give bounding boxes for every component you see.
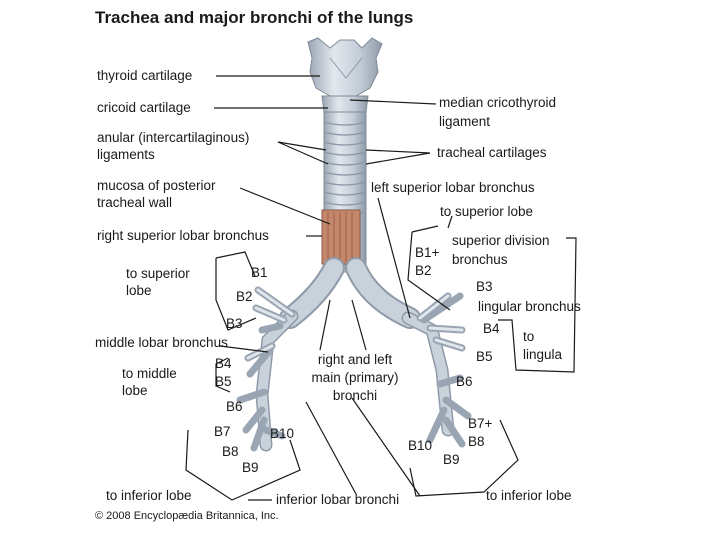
label-main-bronchi-line2: main (primary) bbox=[311, 370, 399, 385]
mucosa-window bbox=[321, 209, 361, 265]
label-thyroid-cartilage: thyroid cartilage bbox=[97, 68, 193, 83]
label-to-lingula-line2: lingula bbox=[523, 347, 563, 362]
label-median-cricothyroid-line1: median cricothyroid bbox=[439, 95, 557, 110]
label-anular-ligaments-line1: anular (intercartilaginous) bbox=[97, 130, 250, 145]
segment-right-b5: B5 bbox=[215, 374, 232, 389]
segment-right-b8: B8 bbox=[222, 444, 239, 459]
label-main-bronchi-line1: right and left bbox=[317, 352, 393, 367]
label-to-middle-lobe-line2: lobe bbox=[122, 383, 148, 398]
label-tracheal-cartilages: tracheal cartilages bbox=[437, 145, 547, 160]
diagram-title: Trachea and major bronchi of the lungs bbox=[95, 8, 414, 27]
segment-right-b1: B1 bbox=[251, 265, 268, 280]
copyright-notice: © 2008 Encyclopædia Britannica, Inc. bbox=[95, 510, 279, 522]
label-superior-division-line1: superior division bbox=[452, 233, 550, 248]
label-median-cricothyroid-line2: ligament bbox=[439, 114, 491, 129]
segment-right-b6: B6 bbox=[226, 399, 243, 414]
segment-right-b7: B7 bbox=[214, 424, 231, 439]
segment-left-b4: B4 bbox=[483, 321, 500, 336]
segment-right-b9: B9 bbox=[242, 460, 259, 475]
label-mucosa-line2: tracheal wall bbox=[97, 195, 173, 210]
label-to-inferior-lobe-right: to inferior lobe bbox=[106, 488, 192, 503]
segment-left-b10: B10 bbox=[408, 438, 433, 453]
segment-left-b5: B5 bbox=[476, 349, 493, 364]
label-mucosa-line1: mucosa of posterior bbox=[97, 178, 216, 193]
bronchial-tree bbox=[236, 257, 472, 452]
segment-left-b1-b2-line1: B1+ bbox=[415, 245, 440, 260]
segment-left-b7-b8-line2: B8 bbox=[468, 434, 485, 449]
segment-right-b2: B2 bbox=[236, 289, 253, 304]
label-to-lingula-line1: to bbox=[523, 329, 535, 344]
label-lingular-bronchus: lingular bronchus bbox=[478, 299, 581, 314]
label-to-inferior-lobe-left: to inferior lobe bbox=[486, 488, 572, 503]
segment-left-b7-b8-line1: B7+ bbox=[468, 416, 493, 431]
label-left-superior-lobar-bronchus: left superior lobar bronchus bbox=[371, 180, 535, 195]
segment-left-b6: B6 bbox=[456, 374, 473, 389]
segment-right-b3: B3 bbox=[226, 316, 243, 331]
segment-left-b1-b2-line2: B2 bbox=[415, 263, 432, 278]
label-to-superior-lobe-right-line2: lobe bbox=[126, 283, 152, 298]
label-superior-division-line2: bronchus bbox=[452, 252, 508, 267]
leader-lines bbox=[185, 75, 577, 501]
segment-left-b9: B9 bbox=[443, 452, 460, 467]
label-inferior-lobar-bronchi: inferior lobar bronchi bbox=[276, 492, 400, 507]
segment-right-b4: B4 bbox=[215, 356, 232, 371]
segment-right-b10: B10 bbox=[270, 426, 295, 441]
label-to-superior-lobe-left: to superior lobe bbox=[440, 204, 534, 219]
label-to-middle-lobe-line1: to middle bbox=[122, 366, 177, 381]
label-cricoid-cartilage: cricoid cartilage bbox=[97, 100, 191, 115]
segment-left-b3: B3 bbox=[476, 279, 493, 294]
label-right-superior-lobar-bronchus: right superior lobar bronchus bbox=[97, 228, 269, 243]
label-to-superior-lobe-right-line1: to superior bbox=[126, 266, 190, 281]
label-middle-lobar-bronchus: middle lobar bronchus bbox=[95, 335, 228, 350]
label-anular-ligaments-line2: ligaments bbox=[97, 147, 155, 162]
label-main-bronchi-line3: bronchi bbox=[332, 388, 378, 403]
